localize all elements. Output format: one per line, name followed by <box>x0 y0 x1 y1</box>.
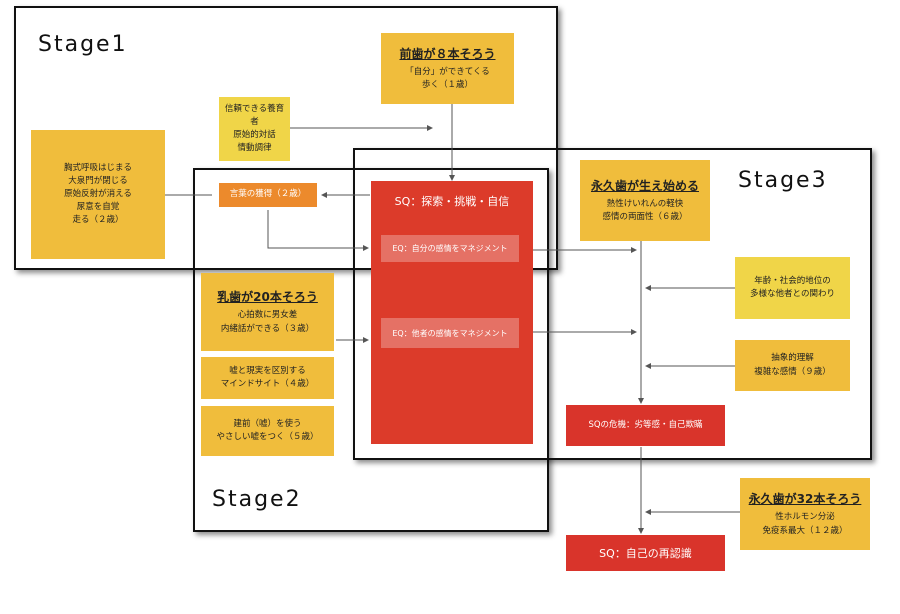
abstract-box: 抽象的理解 複雑な感情（９歳） <box>735 340 850 391</box>
abstract-line-1: 抽象的理解 <box>771 353 814 364</box>
sq-explore-box: SQ：探索・挑戦・自信 <box>371 181 533 444</box>
permanent-32-title: 永久歯が32本そろう <box>748 492 862 507</box>
milk-teeth-line-2: 内緒話ができる（３歳） <box>220 323 315 334</box>
caregiver-line-1: 信頼できる養育者 <box>224 103 285 127</box>
breathing-line-3: 原始反射が消える <box>64 188 132 199</box>
permanent-32-line-1: 性ホルモン分泌 <box>775 512 835 523</box>
caregiver-line-3: 情動調律 <box>237 143 272 154</box>
breathing-line-2: 大泉門が閉じる <box>68 175 128 186</box>
eq-self-box: EQ：自分の感情をマネジメント <box>381 235 519 262</box>
social-line-1: 年齢・社会的地位の <box>754 275 831 286</box>
permanent-start-line-1: 熱性けいれんの軽快 <box>606 198 684 209</box>
social-box: 年齢・社会的地位の 多様な他者との関わり <box>735 257 850 319</box>
front-teeth-box: 前歯が８本そろう 「自分」ができてくる 歩く（１歳） <box>381 33 514 104</box>
breathing-line-1: 胸式呼吸はじまる <box>63 162 132 173</box>
sq-crisis-box: SQの危機：劣等感・自己欺瞞 <box>566 405 725 446</box>
caregiver-box: 信頼できる養育者 原始的対話 情動調律 <box>219 97 290 161</box>
white-lie-line-2: やさしい嘘をつく（５歳） <box>216 432 319 442</box>
mindsight-box: 嘘と現実を区別する マインドサイト（４歳） <box>201 357 334 399</box>
stage2-frame <box>193 168 549 532</box>
eq-others-text: EQ：他者の感情をマネジメント <box>392 328 508 338</box>
breathing-box: 胸式呼吸はじまる 大泉門が閉じる 原始反射が消える 尿意を自覚 走る（２歳） <box>31 130 165 259</box>
mindsight-line-2: マインドサイト（４歳） <box>220 379 315 389</box>
sq-recognition-box: SQ：自己の再認識 <box>566 535 725 571</box>
social-line-2: 多様な他者との関わり <box>750 289 835 299</box>
milk-teeth-title: 乳歯が20本そろう <box>217 290 318 305</box>
stage3-frame <box>353 148 872 460</box>
milk-teeth-box: 乳歯が20本そろう 心拍数に男女差 内緒話ができる（３歳） <box>201 273 334 351</box>
front-teeth-line-2: 歩く（１歳） <box>421 80 473 90</box>
permanent-start-box: 永久歯が生え始める 熱性けいれんの軽快 感情の両面性（６歳） <box>580 160 710 241</box>
breathing-line-4: 尿意を自覚 <box>76 202 120 213</box>
front-teeth-title: 前歯が８本そろう <box>399 46 496 61</box>
abstract-line-2: 複雑な感情（９歳） <box>754 366 831 377</box>
eq-others-box: EQ：他者の感情をマネジメント <box>381 318 519 348</box>
milk-teeth-line-1: 心拍数に男女差 <box>237 310 298 321</box>
sq-recognition-text: SQ：自己の再認識 <box>599 547 692 560</box>
permanent-start-title: 永久歯が生え始める <box>590 178 699 193</box>
stage2-label: Stage2 <box>212 487 302 512</box>
stage3-label: Stage3 <box>738 168 828 193</box>
language-box: 言葉の獲得（２歳） <box>219 183 317 207</box>
eq-self-text: EQ：自分の感情をマネジメント <box>392 244 508 253</box>
permanent-32-box: 永久歯が32本そろう 性ホルモン分泌 免疫系最大（１２歳） <box>740 478 870 550</box>
permanent-start-line-2: 感情の両面性（６歳） <box>602 212 688 222</box>
white-lie-box: 建前（嘘）を使う やさしい嘘をつく（５歳） <box>201 406 334 456</box>
language-text: 言葉の獲得（２歳） <box>229 189 307 200</box>
breathing-line-5: 走る（２歳） <box>72 215 124 226</box>
arrow-language-to-eq-self <box>267 210 369 251</box>
mindsight-line-1: 嘘と現実を区別する <box>229 365 306 376</box>
white-lie-line-1: 建前（嘘）を使う <box>233 418 302 429</box>
permanent-32-line-2: 免疫系最大（１２歳） <box>762 525 848 536</box>
caregiver-line-2: 原始的対話 <box>233 130 276 140</box>
stage1-label: Stage1 <box>38 32 128 57</box>
front-teeth-line-1: 「自分」ができてくる <box>405 66 490 77</box>
stage1-frame <box>14 6 558 270</box>
sq-explore-text: SQ：探索・挑戦・自信 <box>394 195 510 208</box>
sq-crisis-text: SQの危機：劣等感・自己欺瞞 <box>588 419 703 430</box>
